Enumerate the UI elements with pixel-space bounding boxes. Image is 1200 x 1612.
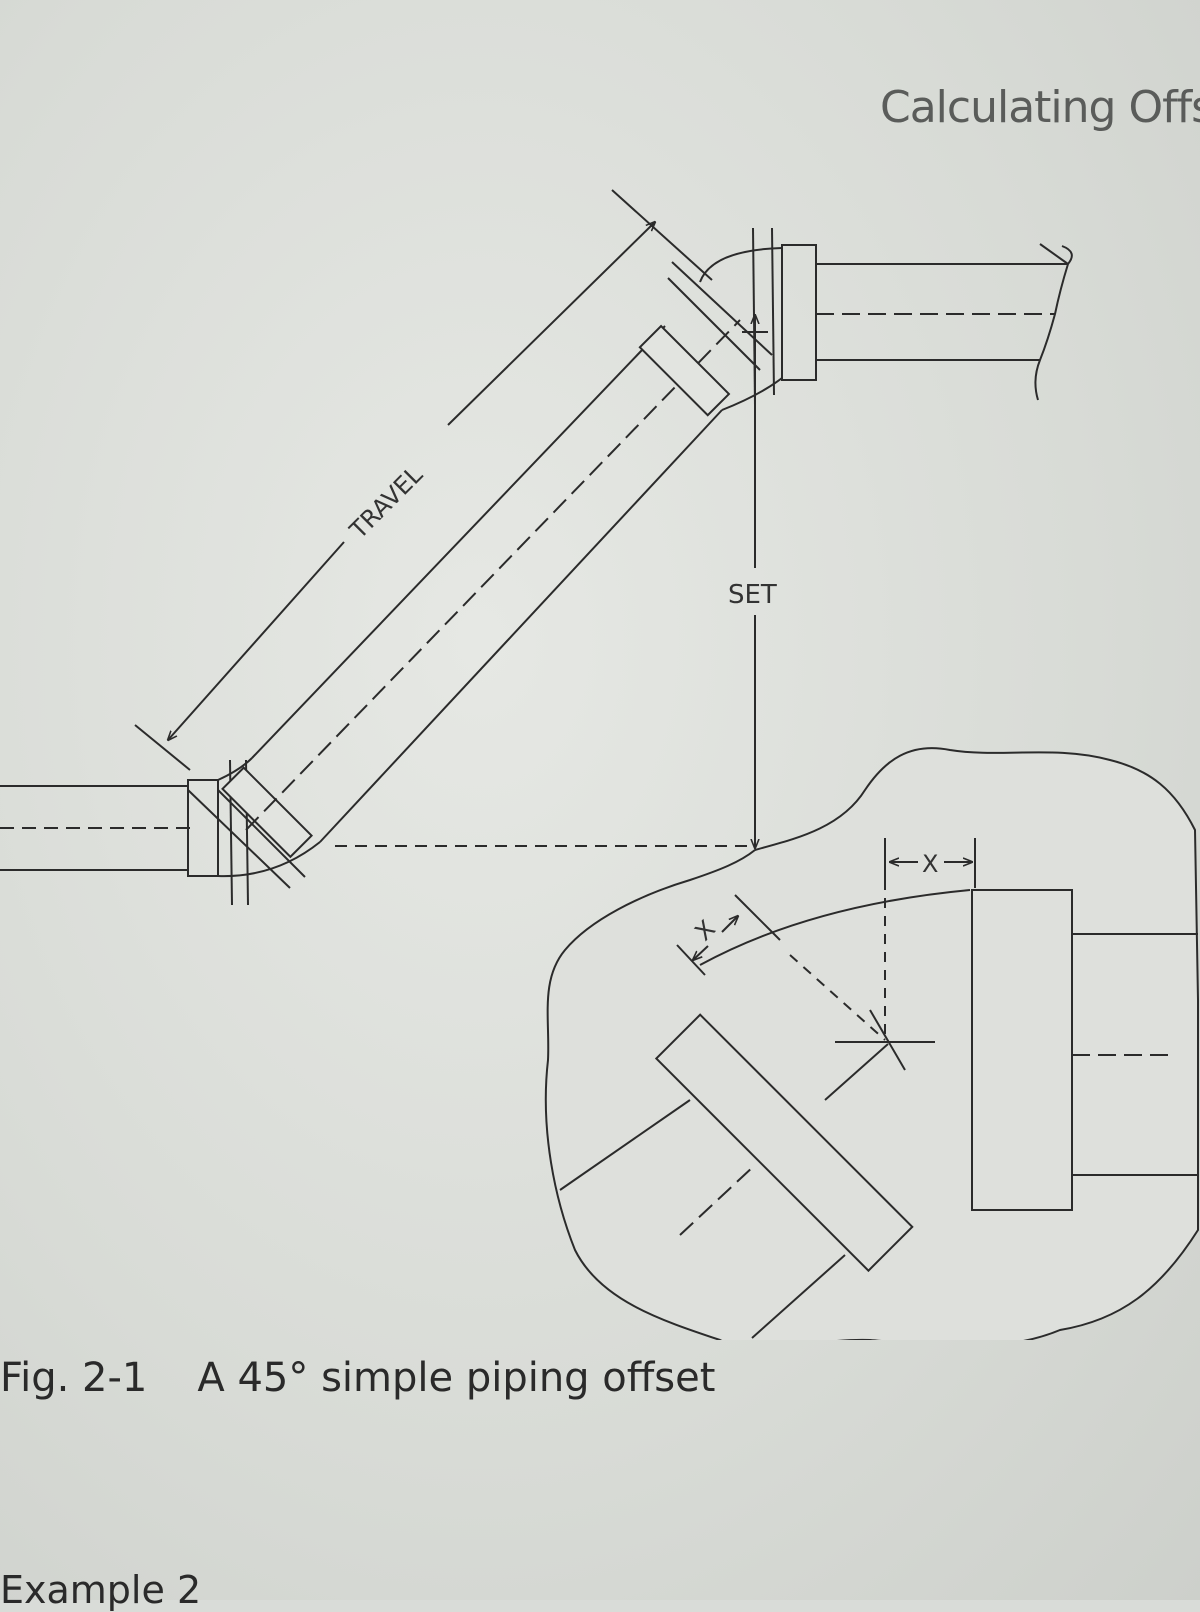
left-horizontal-pipe bbox=[0, 785, 190, 871]
running-head: Calculating Offs bbox=[880, 82, 1200, 133]
x-label-right: X bbox=[922, 850, 938, 878]
figure-title: A 45° simple piping offset bbox=[197, 1355, 716, 1401]
figure-number: Fig. 2-1 bbox=[0, 1355, 148, 1401]
detail-view bbox=[544, 747, 1199, 1340]
travel-dimension bbox=[134, 189, 713, 771]
right-horizontal-pipe bbox=[816, 243, 1073, 401]
piping-offset-diagram: TRAVEL SET X X bbox=[0, 189, 1199, 1340]
next-section-heading: Example 2 bbox=[0, 1568, 202, 1612]
upper-elbow bbox=[638, 227, 817, 417]
lower-collar bbox=[221, 766, 314, 859]
travel-label: TRAVEL bbox=[344, 460, 429, 545]
diagonal-pipe bbox=[245, 319, 741, 843]
figure-caption: Fig. 2-1 A 45° simple piping offset bbox=[0, 1355, 1200, 1401]
set-label: SET bbox=[728, 580, 777, 610]
set-dimension bbox=[335, 315, 768, 848]
